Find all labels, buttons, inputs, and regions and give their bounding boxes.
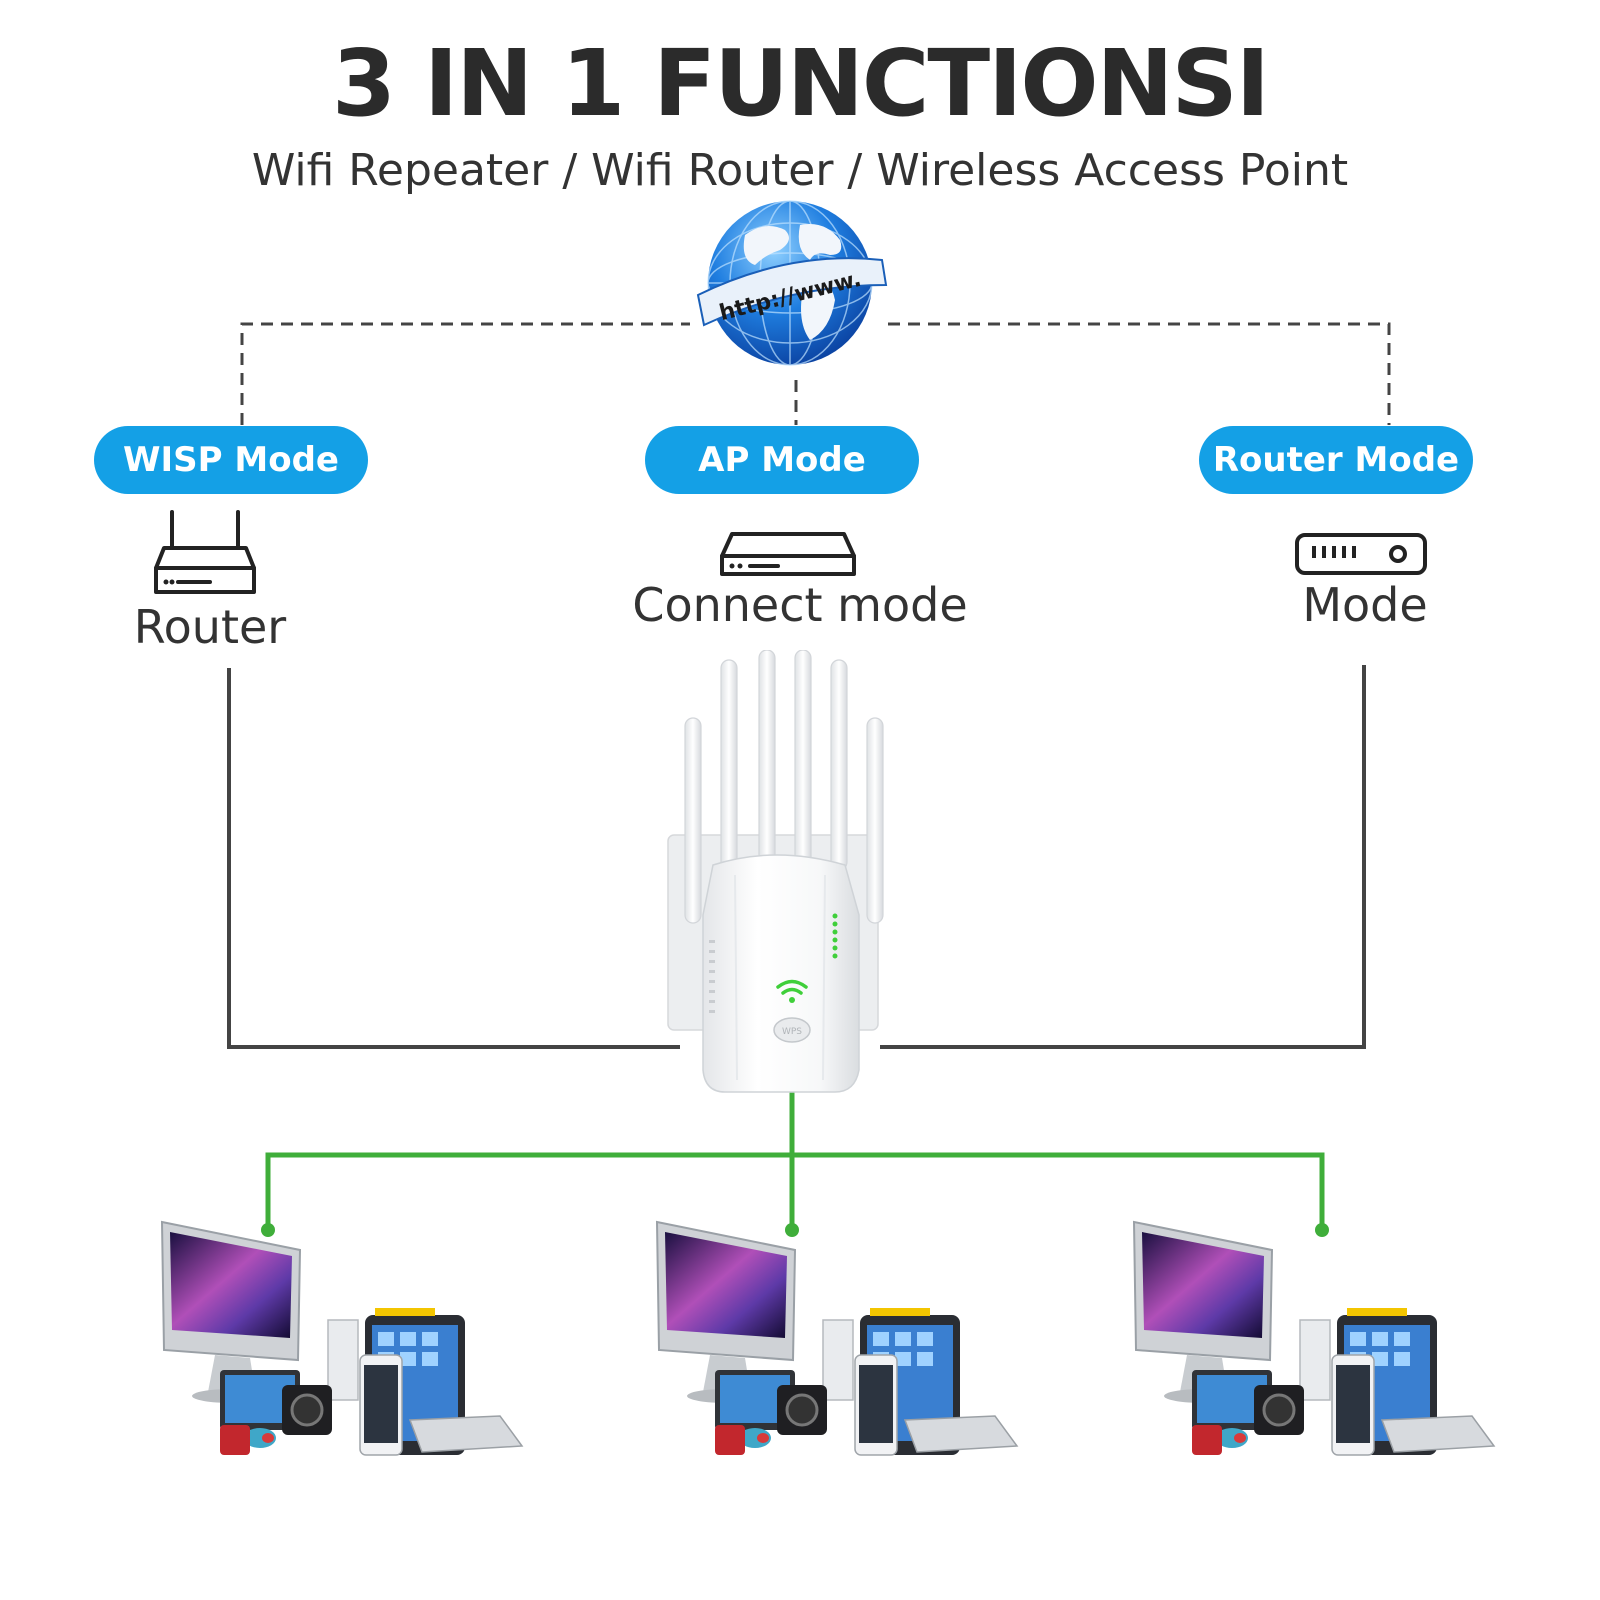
antennas xyxy=(684,650,884,924)
client-link-dots xyxy=(261,1223,1329,1237)
mode-caption-wisp: Router xyxy=(133,600,287,654)
mode-caption-router: Mode xyxy=(1302,578,1428,632)
mode-pill-ap: AP Mode xyxy=(645,426,919,494)
wifi-indicator-icon xyxy=(776,979,808,995)
dashed-line-router xyxy=(888,322,1391,425)
client-devices-group-3 xyxy=(1132,1220,1496,1457)
router-icon xyxy=(154,510,256,594)
dashed-line-wisp xyxy=(240,322,690,425)
line-wisp-device xyxy=(227,668,680,1049)
status-leds xyxy=(832,913,838,959)
wifi-extender-icon: WPS xyxy=(667,650,884,1093)
client-devices-group-2 xyxy=(655,1220,1019,1457)
page-title: 3 IN 1 FUNCTIONSI xyxy=(331,30,1270,137)
mode-pill-router: Router Mode xyxy=(1199,426,1473,494)
client-green-lines xyxy=(265,1090,1325,1228)
access-point-icon xyxy=(720,532,856,576)
internet-dashed-lines xyxy=(240,322,1391,425)
mode-pill-wisp: WISP Mode xyxy=(94,426,368,494)
switch-icon xyxy=(1295,533,1427,575)
line-router-device xyxy=(880,665,1366,1049)
wps-button xyxy=(773,1017,811,1043)
wps-label: WPS xyxy=(782,1027,802,1037)
client-devices-group-1 xyxy=(160,1220,524,1457)
globe-icon: http://www. xyxy=(696,200,888,366)
page-subtitle: Wifi Repeater / Wifi Router / Wireless A… xyxy=(251,145,1349,196)
device-solid-lines xyxy=(227,665,1366,1049)
mode-caption-ap: Connect mode xyxy=(632,578,968,632)
